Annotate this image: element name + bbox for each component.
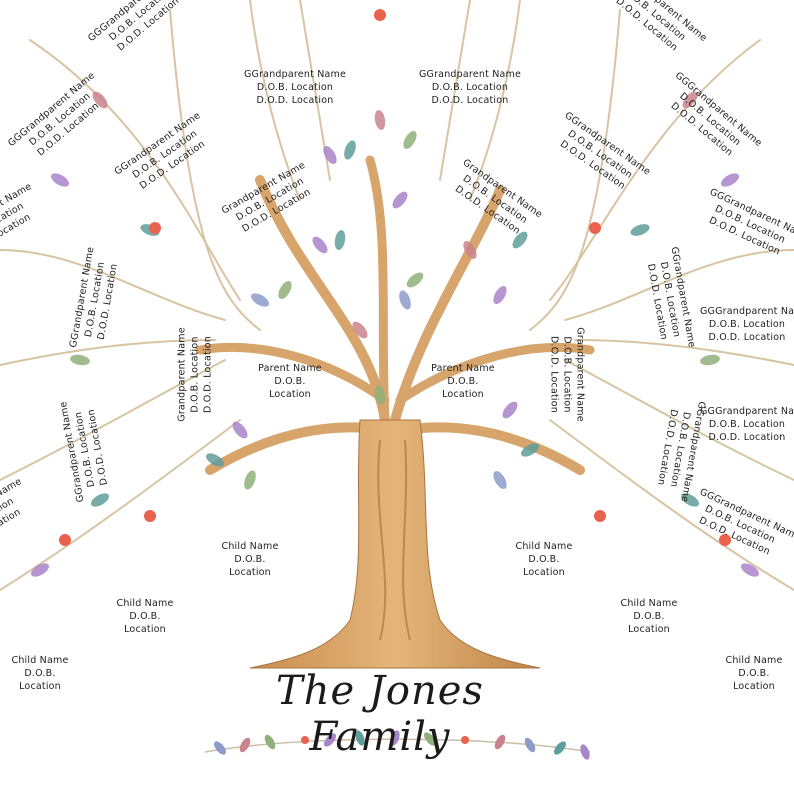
dob-field: D.O.B. Location bbox=[189, 336, 201, 413]
dob-field: D.O.B. bbox=[447, 376, 479, 387]
dod-field: D.O.D. Location bbox=[708, 432, 786, 443]
child-entry: Child Name D.O.B. Location bbox=[100, 597, 190, 636]
name-field: GGrandparent Name bbox=[243, 69, 347, 80]
ggrandparent-entry: GGrandparent Name D.O.B. Location D.O.D.… bbox=[415, 68, 525, 107]
name-field: GGGrandparent Name bbox=[700, 306, 794, 317]
child-entry: Child Name D.O.B. Location bbox=[604, 597, 694, 636]
dod-field: D.O.D. Location bbox=[256, 95, 334, 106]
name-field: Parent Name bbox=[258, 363, 322, 374]
dob-field: D.O.B. Location bbox=[431, 82, 509, 93]
tree-trunk bbox=[249, 419, 541, 669]
name-field: Child Name bbox=[11, 655, 69, 666]
child-entry: Child Name D.O.B. Location bbox=[205, 540, 295, 579]
child-entry: Child Name D.O.B. Location bbox=[499, 540, 589, 579]
leaves bbox=[30, 91, 760, 577]
dob-field: D.O.B. Location bbox=[561, 336, 573, 413]
dob-field: D.O.B. Location bbox=[708, 419, 786, 430]
location-field: Location bbox=[733, 681, 775, 692]
dob-field: D.O.B. bbox=[633, 611, 665, 622]
dod-field: D.O.D. Location bbox=[431, 95, 509, 106]
dob-field: D.O.B. bbox=[129, 611, 161, 622]
location-field: Location bbox=[19, 681, 61, 692]
name-field: GGrandparent Name bbox=[418, 69, 522, 80]
name-field: Child Name bbox=[116, 598, 174, 609]
grandparent-entry: Grandparent Name D.O.B. Location D.O.D. … bbox=[176, 320, 215, 430]
dob-field: D.O.B. Location bbox=[256, 82, 334, 93]
location-field: Location bbox=[442, 389, 484, 400]
name-field: Parent Name bbox=[431, 363, 495, 374]
gggrandparent-entry: GGGrandparent Name D.O.B. Location D.O.D… bbox=[700, 305, 794, 344]
location-field: Location bbox=[269, 389, 311, 400]
dob-field: D.O.B. bbox=[24, 668, 56, 679]
child-entry: Child Name D.O.B. Location bbox=[709, 654, 794, 693]
name-field: Child Name bbox=[221, 541, 279, 552]
location-field: Location bbox=[523, 567, 565, 578]
floral-garland bbox=[204, 730, 591, 760]
name-field: Grandparent Name bbox=[176, 327, 188, 422]
dob-field: D.O.B. bbox=[274, 376, 306, 387]
gggrandparent-entry: GGGrandparent Name D.O.B. Location D.O.D… bbox=[700, 405, 794, 444]
dod-field: D.O.D. Location bbox=[202, 336, 214, 413]
family-title: The Jones Family bbox=[276, 668, 484, 760]
location-field: Location bbox=[124, 624, 166, 635]
dob-field: D.O.B. bbox=[528, 554, 560, 565]
flowers bbox=[59, 9, 731, 546]
location-field: Location bbox=[628, 624, 670, 635]
dob-field: D.O.B. Location bbox=[708, 319, 786, 330]
grandparent-entry: Grandparent Name D.O.B. Location D.O.D. … bbox=[548, 320, 587, 430]
dob-field: D.O.B. bbox=[234, 554, 266, 565]
location-field: Location bbox=[229, 567, 271, 578]
dod-field: D.O.D. Location bbox=[548, 336, 560, 413]
dod-field: D.O.D. Location bbox=[708, 332, 786, 343]
name-field: Child Name bbox=[620, 598, 678, 609]
name-field: Child Name bbox=[725, 655, 783, 666]
parent-entry: Parent Name D.O.B. Location bbox=[418, 362, 508, 401]
name-field: Child Name bbox=[515, 541, 573, 552]
child-entry: Child Name D.O.B. Location bbox=[0, 654, 85, 693]
name-field: GGGrandparent Name bbox=[700, 406, 794, 417]
outer-branches bbox=[0, 0, 794, 591]
dob-field: D.O.B. bbox=[738, 668, 770, 679]
name-field: Grandparent Name bbox=[574, 327, 586, 422]
parent-entry: Parent Name D.O.B. Location bbox=[245, 362, 335, 401]
ggrandparent-entry: GGrandparent Name D.O.B. Location D.O.D.… bbox=[240, 68, 350, 107]
